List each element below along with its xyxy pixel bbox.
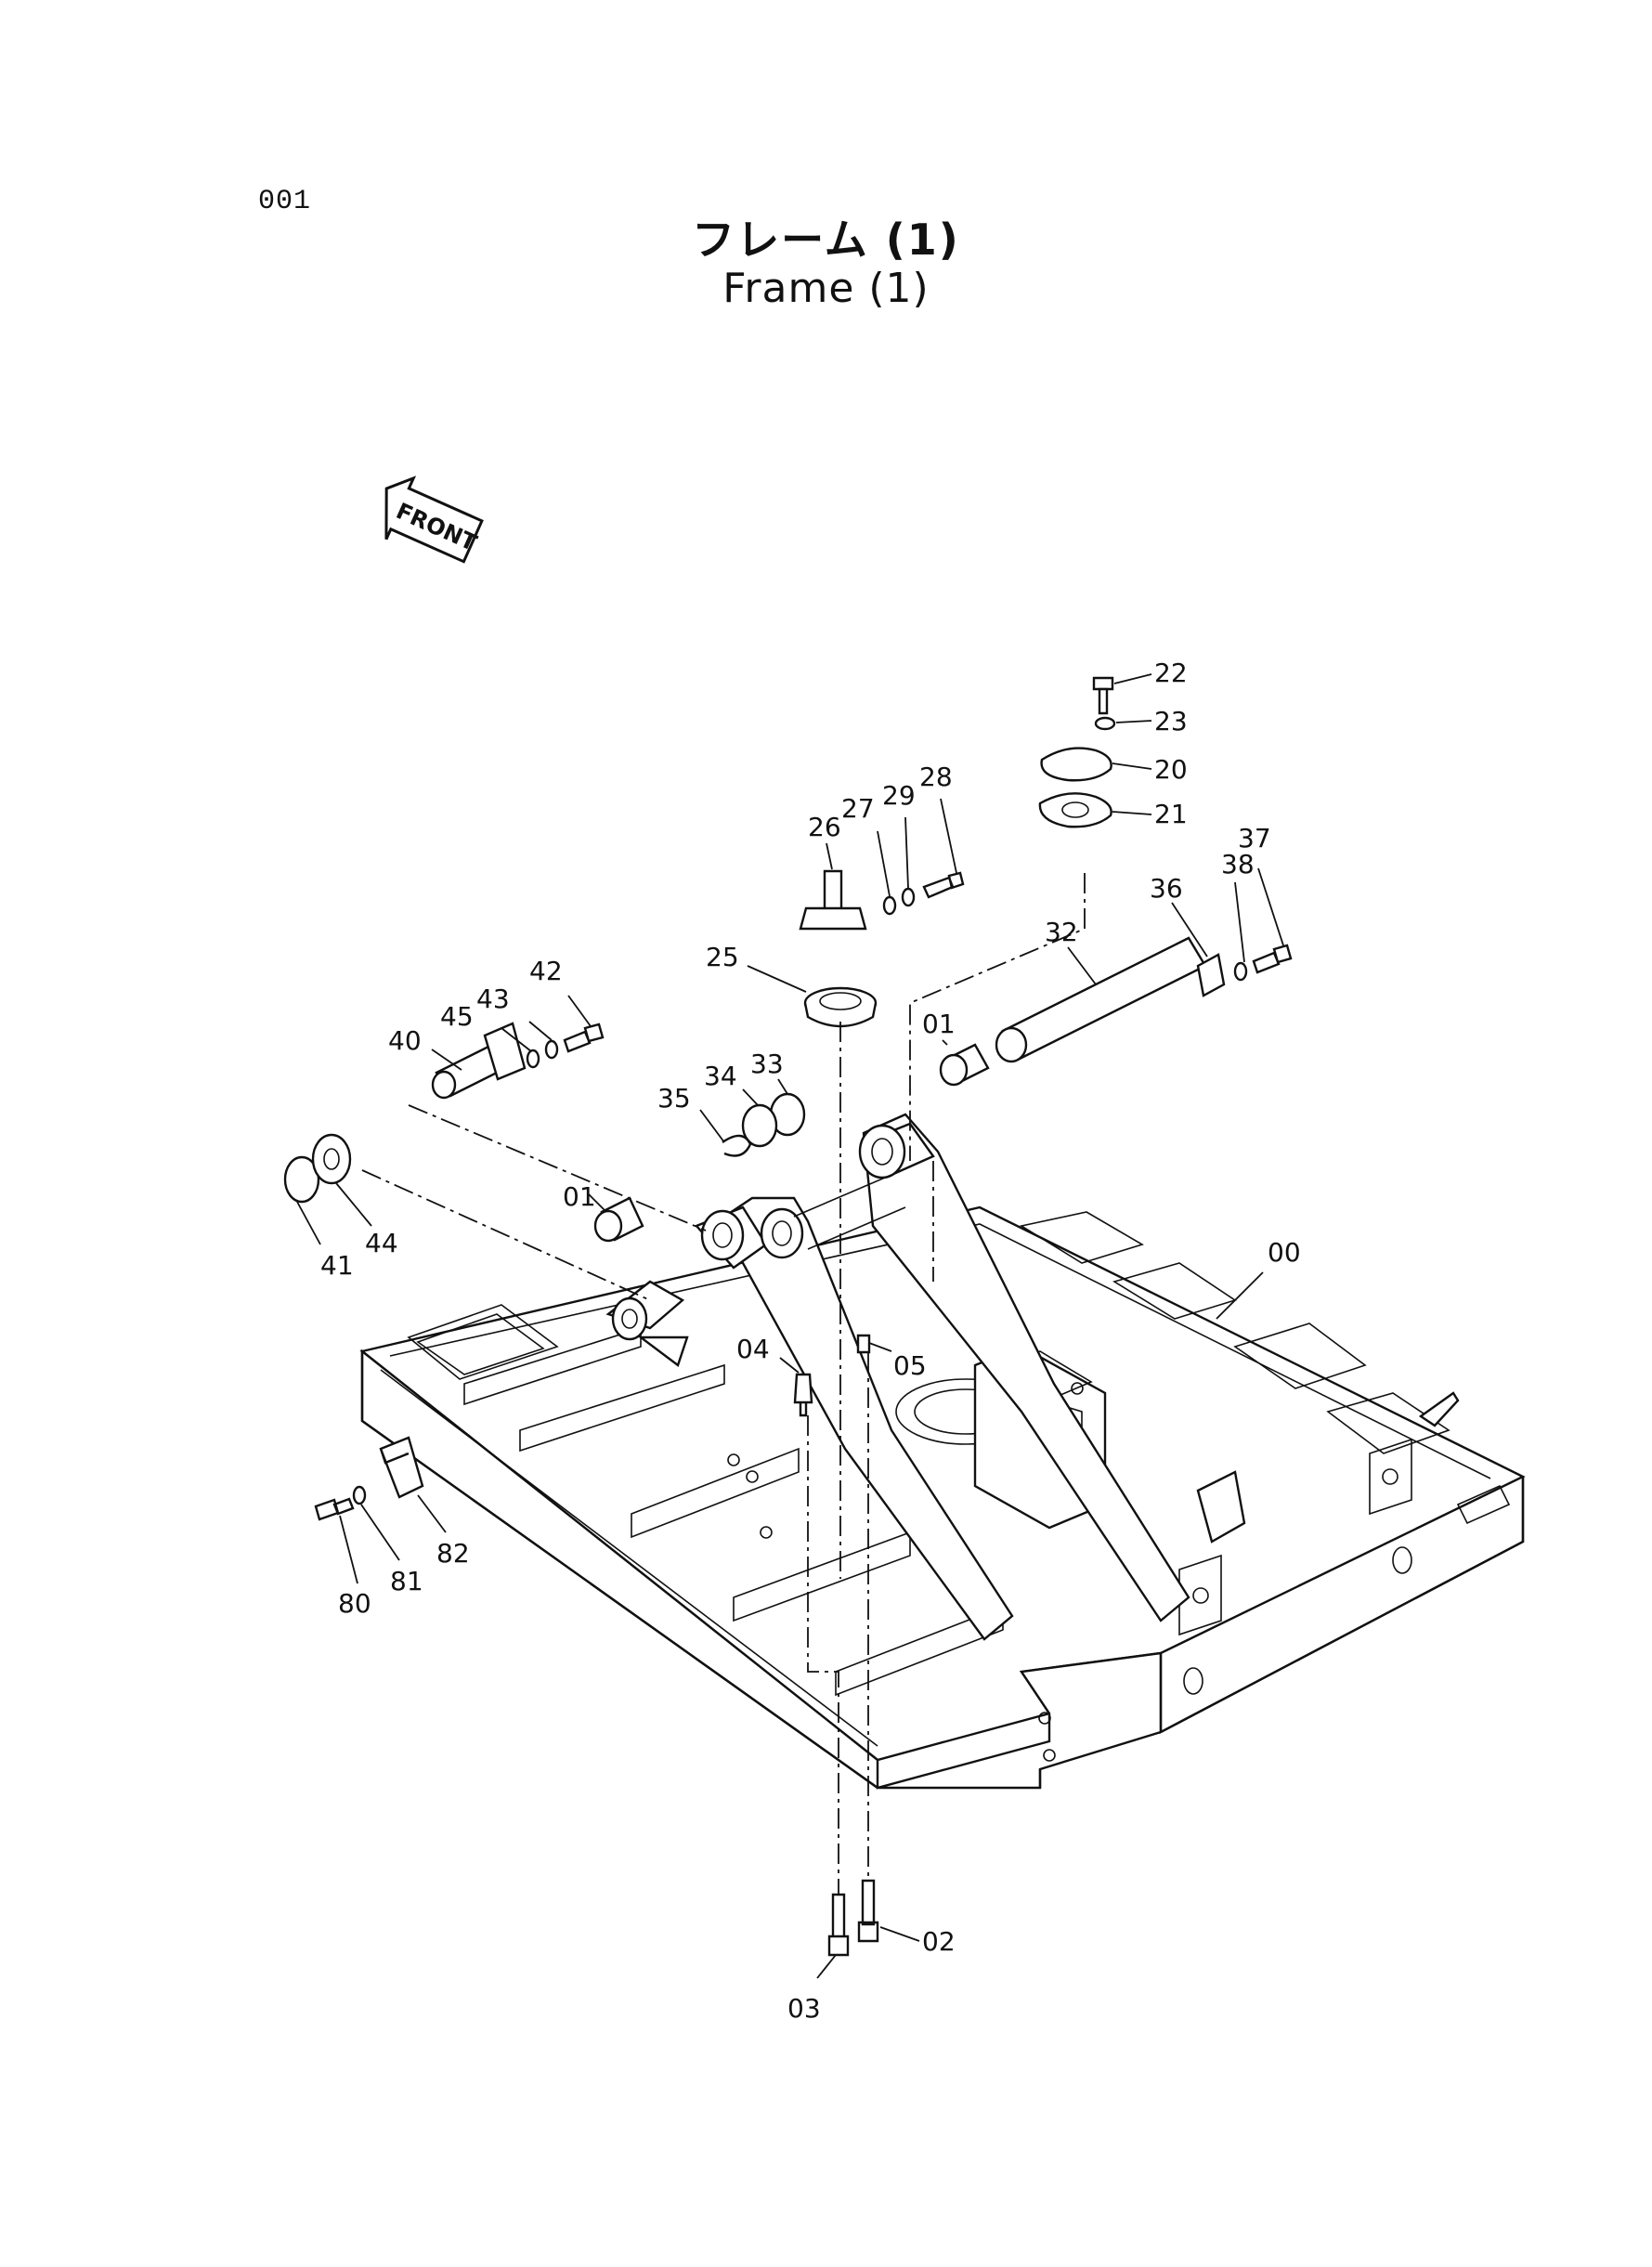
bolt-42[interactable] (563, 1023, 605, 1053)
washer-38[interactable] (1233, 961, 1248, 982)
bolt-80[interactable] (314, 1497, 355, 1521)
callout-43: 43 (476, 984, 510, 1014)
callout-35: 35 (657, 1083, 691, 1114)
cover-20[interactable] (1040, 747, 1112, 782)
bracket-26[interactable] (799, 869, 867, 931)
seal-25[interactable] (803, 986, 878, 1028)
washer-45[interactable] (526, 1049, 540, 1069)
washer-34[interactable] (741, 1103, 778, 1148)
bracket-82[interactable] (379, 1436, 424, 1499)
callout-01-left: 01 (563, 1181, 596, 1212)
callout-38: 38 (1221, 849, 1255, 879)
callout-42: 42 (529, 956, 563, 986)
callout-80: 80 (338, 1588, 371, 1619)
bolt-37[interactable] (1252, 944, 1293, 974)
callout-04: 04 (736, 1334, 770, 1364)
bolt-22[interactable] (1092, 676, 1114, 715)
gasket-21[interactable] (1038, 792, 1112, 828)
page-title-english: Frame (1) (722, 265, 930, 312)
front-arrow-icon: FRONT (384, 476, 484, 564)
fitting-04[interactable] (793, 1373, 813, 1417)
bolt-28[interactable] (922, 871, 965, 899)
page-code: 001 (258, 186, 312, 217)
callout-28: 28 (919, 762, 953, 792)
fitting-05[interactable] (856, 1334, 871, 1354)
callout-labels: 22 23 20 21 28 27 29 26 25 38 37 36 32 0… (320, 658, 1301, 2024)
callout-32: 32 (1045, 917, 1078, 947)
bushing-01-left[interactable] (593, 1196, 644, 1243)
callout-05: 05 (893, 1350, 927, 1381)
callout-23: 23 (1154, 706, 1188, 736)
washer-23[interactable] (1094, 716, 1116, 731)
callout-81: 81 (390, 1566, 423, 1596)
callout-34: 34 (704, 1061, 737, 1091)
boom-bracket[interactable] (605, 1113, 1190, 1641)
callout-44: 44 (365, 1228, 398, 1258)
page-title-japanese: フレーム (1) (692, 215, 960, 265)
callout-40: 40 (388, 1025, 422, 1056)
washer-27[interactable] (882, 895, 897, 916)
callout-03: 03 (787, 1993, 821, 2024)
plate-36[interactable] (1196, 953, 1226, 997)
washer-43[interactable] (544, 1039, 559, 1060)
callout-25: 25 (706, 942, 739, 972)
callout-00: 00 (1268, 1237, 1301, 1268)
washer-35[interactable] (722, 1134, 752, 1157)
callout-29: 29 (882, 780, 916, 811)
washer-44[interactable] (311, 1133, 352, 1185)
bolt-03[interactable] (827, 1893, 850, 1957)
callout-82: 82 (436, 1538, 470, 1569)
callout-27: 27 (841, 793, 875, 824)
washer-41[interactable] (283, 1155, 320, 1204)
bushing-01-right[interactable] (939, 1043, 990, 1087)
pin-32[interactable] (995, 936, 1207, 1063)
callout-01-right: 01 (922, 1009, 956, 1039)
bolt-02[interactable] (857, 1879, 879, 1943)
callout-37: 37 (1238, 823, 1271, 853)
assembly-lines (361, 873, 1086, 1895)
callout-33: 33 (750, 1049, 784, 1079)
leader-lines (296, 673, 1284, 1979)
callout-45: 45 (440, 1001, 474, 1032)
washer-81[interactable] (352, 1485, 367, 1505)
callout-41: 41 (320, 1250, 354, 1281)
callout-20: 20 (1154, 754, 1188, 785)
callout-26: 26 (808, 812, 841, 842)
callout-02: 02 (922, 1926, 956, 1957)
callout-36: 36 (1150, 873, 1183, 904)
callout-22: 22 (1154, 658, 1188, 688)
washer-29[interactable] (901, 887, 916, 907)
callout-21: 21 (1154, 799, 1188, 829)
